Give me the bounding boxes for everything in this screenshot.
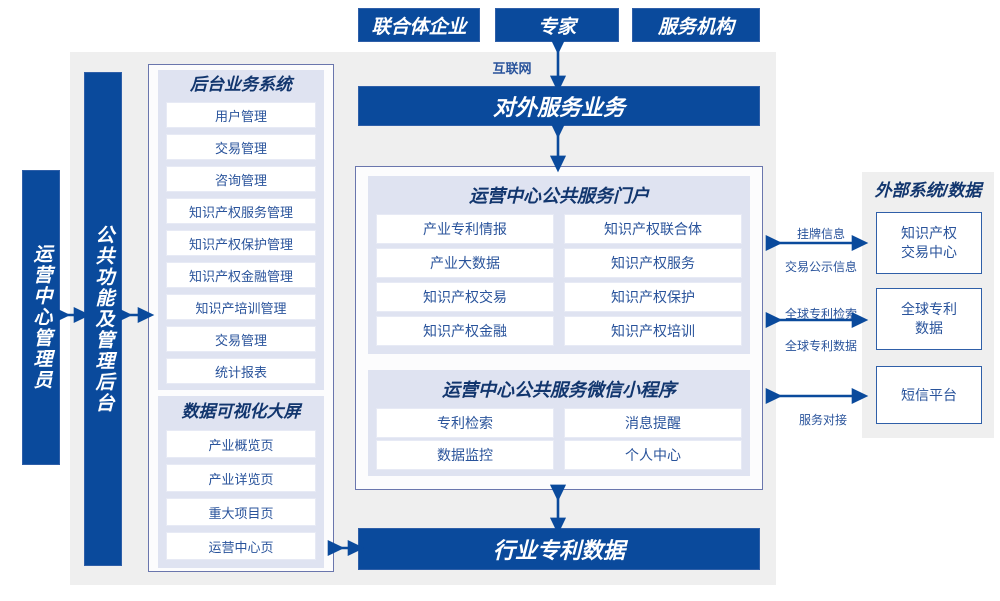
actor-box-expert: 专家 [495,8,619,42]
backend-item-ip-training-mgmt[interactable]: 知识产培训管理 [166,294,316,320]
backend-item-trade-mgmt-2[interactable]: 交易管理 [166,326,316,352]
external-box-0-line1: 知识产权 [901,225,957,242]
backend-item-ip-protection-mgmt[interactable]: 知识产权保护管理 [166,230,316,256]
industry-patent-data-bar: 行业专利数据 [358,528,760,570]
backend-item-trade-mgmt[interactable]: 交易管理 [166,134,316,160]
backend-item-user-mgmt[interactable]: 用户管理 [166,102,316,128]
portal-item-ip-trading[interactable]: 知识产权交易 [376,282,554,312]
role-bar-admin-label: 运营中心管理员 [30,244,52,391]
portal-item-ip-training[interactable]: 知识产权培训 [564,316,742,346]
connector-label-trade-disclosure: 交易公示信息 [784,260,857,274]
viz-item-operations-center[interactable]: 运营中心页 [166,532,316,560]
viz-item-industry-overview[interactable]: 产业概览页 [166,430,316,458]
external-box-sms-platform: 短信平台 [876,366,982,424]
actor-box-consortium: 联合体企业 [358,8,480,42]
connector-label-service-docking: 服务对接 [798,413,847,427]
portal-item-ip-service[interactable]: 知识产权服务 [564,248,742,278]
role-bar-public-label: 公共功能及管理后台 [92,224,114,414]
mini-item-message-alert[interactable]: 消息提醒 [564,408,742,438]
mini-item-patent-search[interactable]: 专利检索 [376,408,554,438]
external-box-global-patent-data: 全球专利 数据 [876,288,982,350]
external-service-bar: 对外服务业务 [358,86,760,126]
role-bar-public-backend: 公共功能及管理后台 [84,72,122,566]
backend-item-consult-mgmt[interactable]: 咨询管理 [166,166,316,192]
role-bar-operations-admin: 运营中心管理员 [22,170,60,465]
connector-label-internet: 互联网 [492,61,532,76]
portal-item-ip-protection[interactable]: 知识产权保护 [564,282,742,312]
backend-item-statistics-report[interactable]: 统计报表 [166,358,316,384]
external-box-2-line1: 短信平台 [901,386,957,403]
mini-item-personal-center[interactable]: 个人中心 [564,440,742,470]
portal-item-industry-patent-intel[interactable]: 产业专利情报 [376,214,554,244]
external-systems-title: 外部系统/数据 [874,181,982,200]
external-box-ip-trading-center: 知识产权 交易中心 [876,212,982,274]
backend-item-ip-service-mgmt[interactable]: 知识产权服务管理 [166,198,316,224]
backend-item-ip-finance-mgmt[interactable]: 知识产权金融管理 [166,262,316,288]
connector-label-global-patent-data: 全球专利数据 [784,339,857,353]
portal-title: 运营中心公共服务门户 [469,186,649,206]
external-box-0-line2: 交易中心 [901,244,957,260]
viz-item-industry-detail[interactable]: 产业详览页 [166,464,316,492]
connector-label-global-patent-search: 全球专利检索 [784,307,857,321]
external-box-1-line1: 全球专利 [901,301,957,318]
mini-program-title: 运营中心公共服务微信小程序 [442,380,676,400]
external-box-1-line2: 数据 [915,320,943,336]
connector-label-listing-info: 挂牌信息 [796,227,845,241]
viz-item-major-projects[interactable]: 重大项目页 [166,498,316,526]
portal-item-industry-bigdata[interactable]: 产业大数据 [376,248,554,278]
actor-box-service-agency: 服务机构 [632,8,760,42]
portal-item-ip-consortium[interactable]: 知识产权联合体 [564,214,742,244]
portal-item-ip-finance[interactable]: 知识产权金融 [376,316,554,346]
backend-system-title: 后台业务系统 [190,75,292,94]
mini-item-data-monitor[interactable]: 数据监控 [376,440,554,470]
visualization-title: 数据可视化大屏 [181,402,301,421]
